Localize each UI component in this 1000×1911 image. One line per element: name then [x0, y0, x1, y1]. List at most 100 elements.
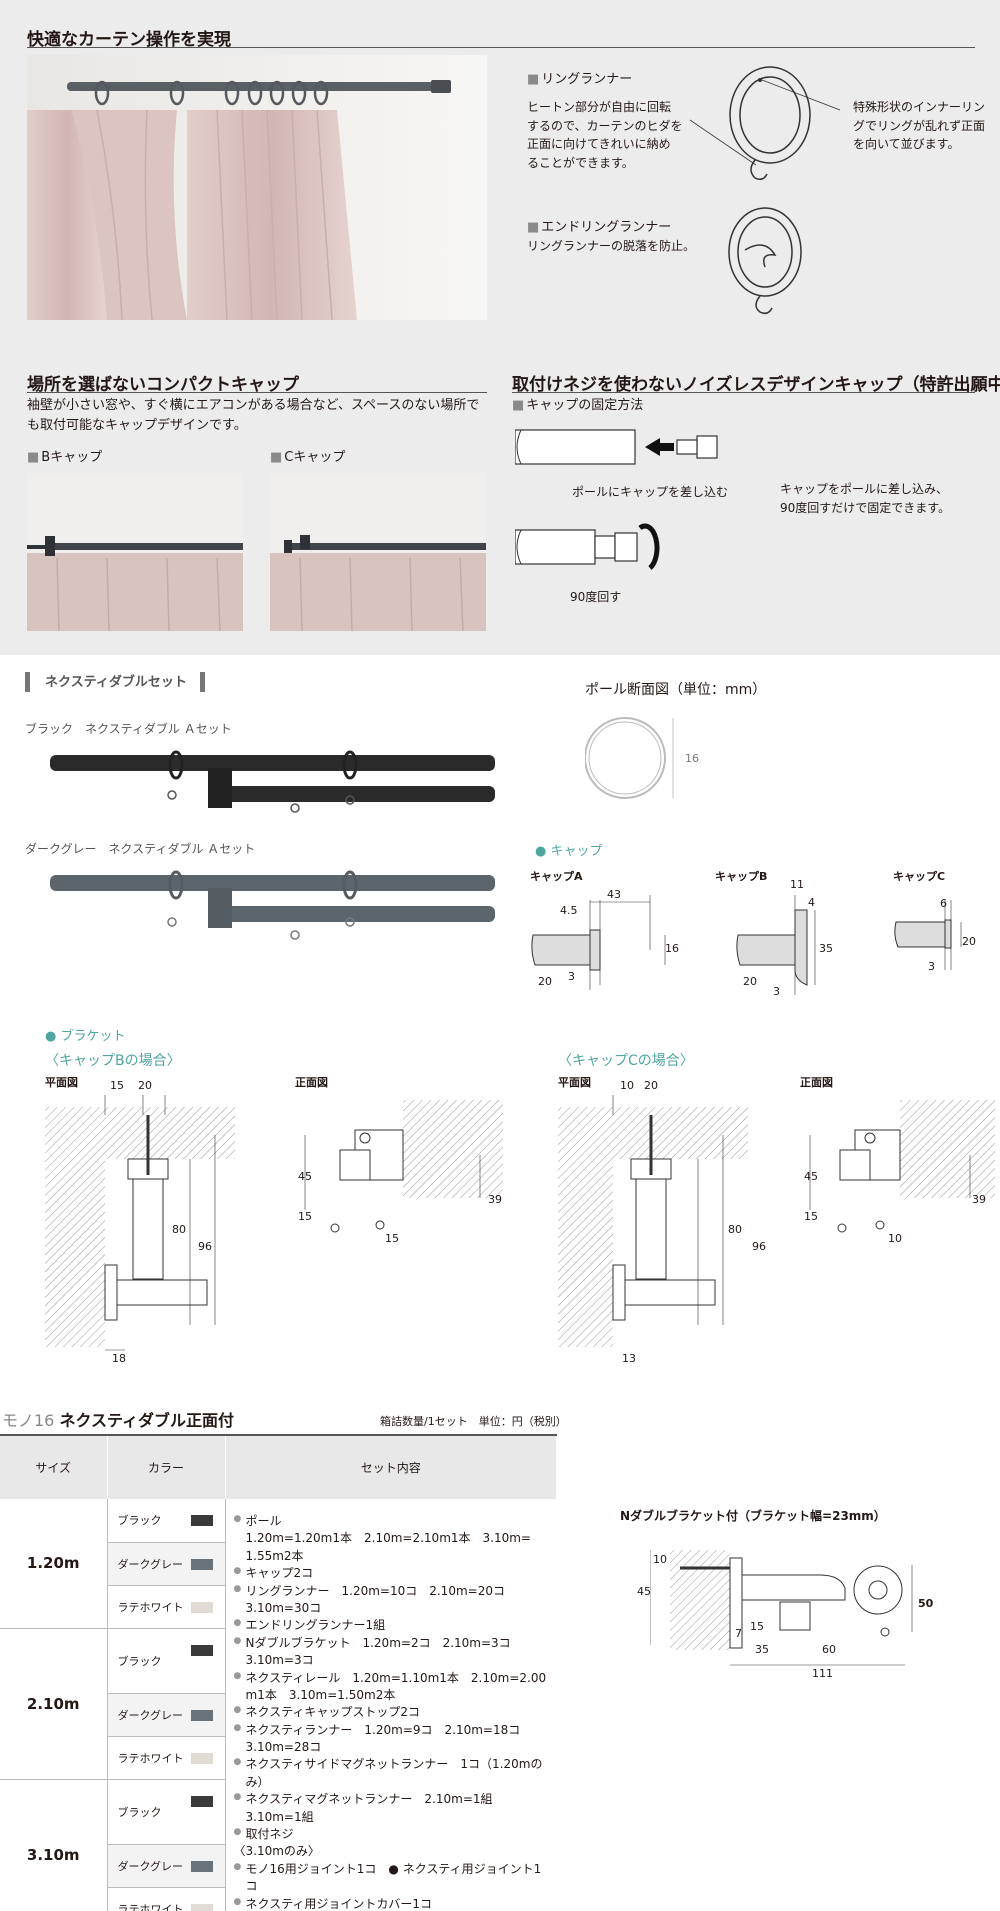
cap-c-dim-6: 6 [940, 897, 947, 910]
header-color: カラー [107, 1434, 226, 1499]
n-bracket-dim-7: 7 [735, 1627, 742, 1640]
n-bracket-dim-45: 45 [637, 1585, 651, 1598]
black-set-label: ブラック ネクスティダブル Ａセット [25, 722, 232, 736]
bracket-case-c: 〈キャップCの場合〉 [558, 1053, 694, 1069]
color-dark-grey: ダークグレー [107, 1844, 226, 1889]
section-title-noiseless-cap: 取付けネジを使わないノイズレスデザインキャップ（特許出願中） [512, 375, 1000, 395]
ring-runner-note: 特殊形状のインナーリングでリングが乱れず正面を向いて並びます。 [853, 100, 986, 152]
bracket-c-dim-96: 96 [752, 1240, 766, 1253]
curtain-photo [27, 55, 487, 320]
contents-line: 〈3.10mのみ〉 [233, 1844, 320, 1859]
color-black: ブラック [107, 1779, 226, 1846]
contents-line: エンドリングランナー1組 [234, 1617, 551, 1634]
c-cap-photo [270, 473, 486, 631]
contents-line: 3.10m=3コ [245, 1653, 314, 1668]
cap-a-dim-45: 4.5 [560, 904, 578, 917]
contents-line: ネクスティレール 1.20m=1.10m1本 2.10m=2.00 [234, 1670, 551, 1687]
bracket-b-front-drawing [304, 1100, 503, 1233]
contents-line: リングランナー 1.20m=10コ 2.10m=20コ [234, 1583, 551, 1600]
heading-bar [200, 672, 205, 692]
contents-line: モノ16用ジョイント1コ ● ネクスティ用ジョイント1コ [234, 1861, 551, 1896]
header-contents: セット内容 [225, 1434, 557, 1499]
bracket-c-dim-13: 13 [622, 1352, 636, 1365]
size-3-10: 3.10m [0, 1779, 108, 1911]
cap-a-dim-3: 3 [568, 970, 575, 983]
grey-set-image [50, 870, 495, 940]
plan-view-label-c: 平面図 [558, 1076, 591, 1089]
bracket-b-dim-15f: 15 [298, 1210, 312, 1223]
contents-line: ネクスティキャップストップ2コ [234, 1704, 551, 1721]
end-ring-runner-desc: リングランナーの脱落を防止。 [527, 239, 696, 253]
n-bracket-dim-35: 35 [755, 1643, 769, 1656]
step-insert-label: ポールにキャップを差し込む [572, 485, 729, 499]
contents-line: キャップ2コ [234, 1565, 551, 1582]
cap-a-dim-20: 20 [538, 975, 552, 988]
cap-a-label: キャップA [530, 870, 583, 883]
cap-a-dim-16: 16 [665, 942, 679, 955]
grey-set-label: ダークグレー ネクスティダブル Ａセット [25, 842, 256, 856]
n-bracket-dim-111: 111 [812, 1667, 833, 1680]
fixing-method-heading: キャップの固定方法 [512, 396, 643, 416]
contents-line: 1.55m2本 [245, 1548, 304, 1563]
contents-line: 3.10m=30コ [245, 1600, 322, 1615]
cap-c-dim-20: 20 [962, 935, 976, 948]
section-title-compact-cap: 場所を選ばないコンパクトキャップ [27, 375, 299, 395]
cap-b-dim-11: 11 [790, 878, 804, 891]
contents-line: 取付ネジ [234, 1826, 551, 1843]
bracket-b-dim-15: 15 [110, 1079, 124, 1092]
contents-line: 3.10m=28コ [245, 1740, 322, 1755]
table-meta: 箱詰数量/1セット 単位：円（税別） [380, 1415, 567, 1428]
bracket-c-front-drawing [809, 1100, 995, 1233]
n-bracket-dim-10: 10 [653, 1553, 667, 1566]
set-section-title: ネクスティダブルセット [45, 675, 187, 690]
black-set-image [50, 750, 495, 813]
plan-view-label-b: 平面図 [45, 1076, 78, 1089]
color-black: ブラック [107, 1499, 226, 1543]
bracket-c-dim-80: 80 [728, 1223, 742, 1236]
color-black: ブラック [107, 1628, 226, 1694]
pole-section-drawing [585, 717, 674, 799]
bracket-b-dim-18: 18 [112, 1352, 126, 1365]
color-latte-white: ラテホワイト [107, 1736, 226, 1780]
bracket-c-dim-10: 10 [620, 1079, 634, 1092]
divider [512, 392, 975, 393]
contents-line: ネクスティマグネットランナー 2.10m=1組 3.10m=1組 [234, 1791, 551, 1826]
cap-b-dim-3: 3 [773, 985, 780, 998]
contents-line: ポール [234, 1513, 551, 1530]
color-latte-white: ラテホワイト [107, 1887, 226, 1911]
n-bracket-dim-50: 50 [918, 1597, 934, 1610]
cap-b-label: キャップB [715, 870, 768, 883]
contents-line: m1本 3.10m=1.50m2本 [245, 1687, 396, 1702]
front-view-label-c: 正面図 [800, 1076, 833, 1089]
bracket-b-plan-drawing [45, 1095, 235, 1351]
cap-fixing-diagram [515, 429, 718, 570]
contents-line: Nダブルブラケット 1.20m=2コ 2.10m=3コ [234, 1635, 551, 1652]
cap-b-dim-4: 4 [808, 896, 815, 909]
c-cap-label: Cキャップ [270, 448, 345, 468]
cap-a-drawing [531, 895, 666, 990]
bracket-c-dim-10f: 10 [888, 1232, 902, 1245]
model-title: モノ16 ネクスティダブル正面付 [2, 1411, 235, 1430]
section-title-comfort: 快適なカーテン操作を実現 [27, 30, 231, 50]
header-size: サイズ [0, 1434, 108, 1499]
bracket-b-dim-15b: 15 [385, 1232, 399, 1245]
divider [27, 392, 487, 393]
color-dark-grey: ダークグレー [107, 1542, 226, 1586]
bracket-c-dim-20: 20 [644, 1079, 658, 1092]
contents-line: 1.20m=1.20m1本 2.10m=2.10m1本 3.10m= [245, 1531, 531, 1546]
cap-c-drawing [894, 900, 962, 970]
bracket-b-dim-45: 45 [298, 1170, 312, 1183]
color-latte-white: ラテホワイト [107, 1585, 226, 1629]
ring-runner-desc: ヒートン部分が自由に回転するので、カーテンのヒダを 正面に向けてきれいに納めるこ… [527, 100, 683, 170]
pole-diameter: 16 [685, 752, 699, 765]
contents-line: ネクスティランナー 1.20m=9コ 2.10m=18コ [234, 1722, 551, 1739]
pole-section-title: ポール断面図（単位：mm） [585, 682, 767, 698]
bracket-b-dim-96: 96 [198, 1240, 212, 1253]
cap-c-dim-3: 3 [928, 960, 935, 973]
end-ring-runner-heading: エンドリングランナー [527, 218, 671, 238]
ring-runner-heading: リングランナー [527, 70, 632, 90]
bracket-c-dim-15f: 15 [804, 1210, 818, 1223]
n-bracket-dim-60: 60 [822, 1643, 836, 1656]
cap-a-dim-43: 43 [607, 888, 621, 901]
